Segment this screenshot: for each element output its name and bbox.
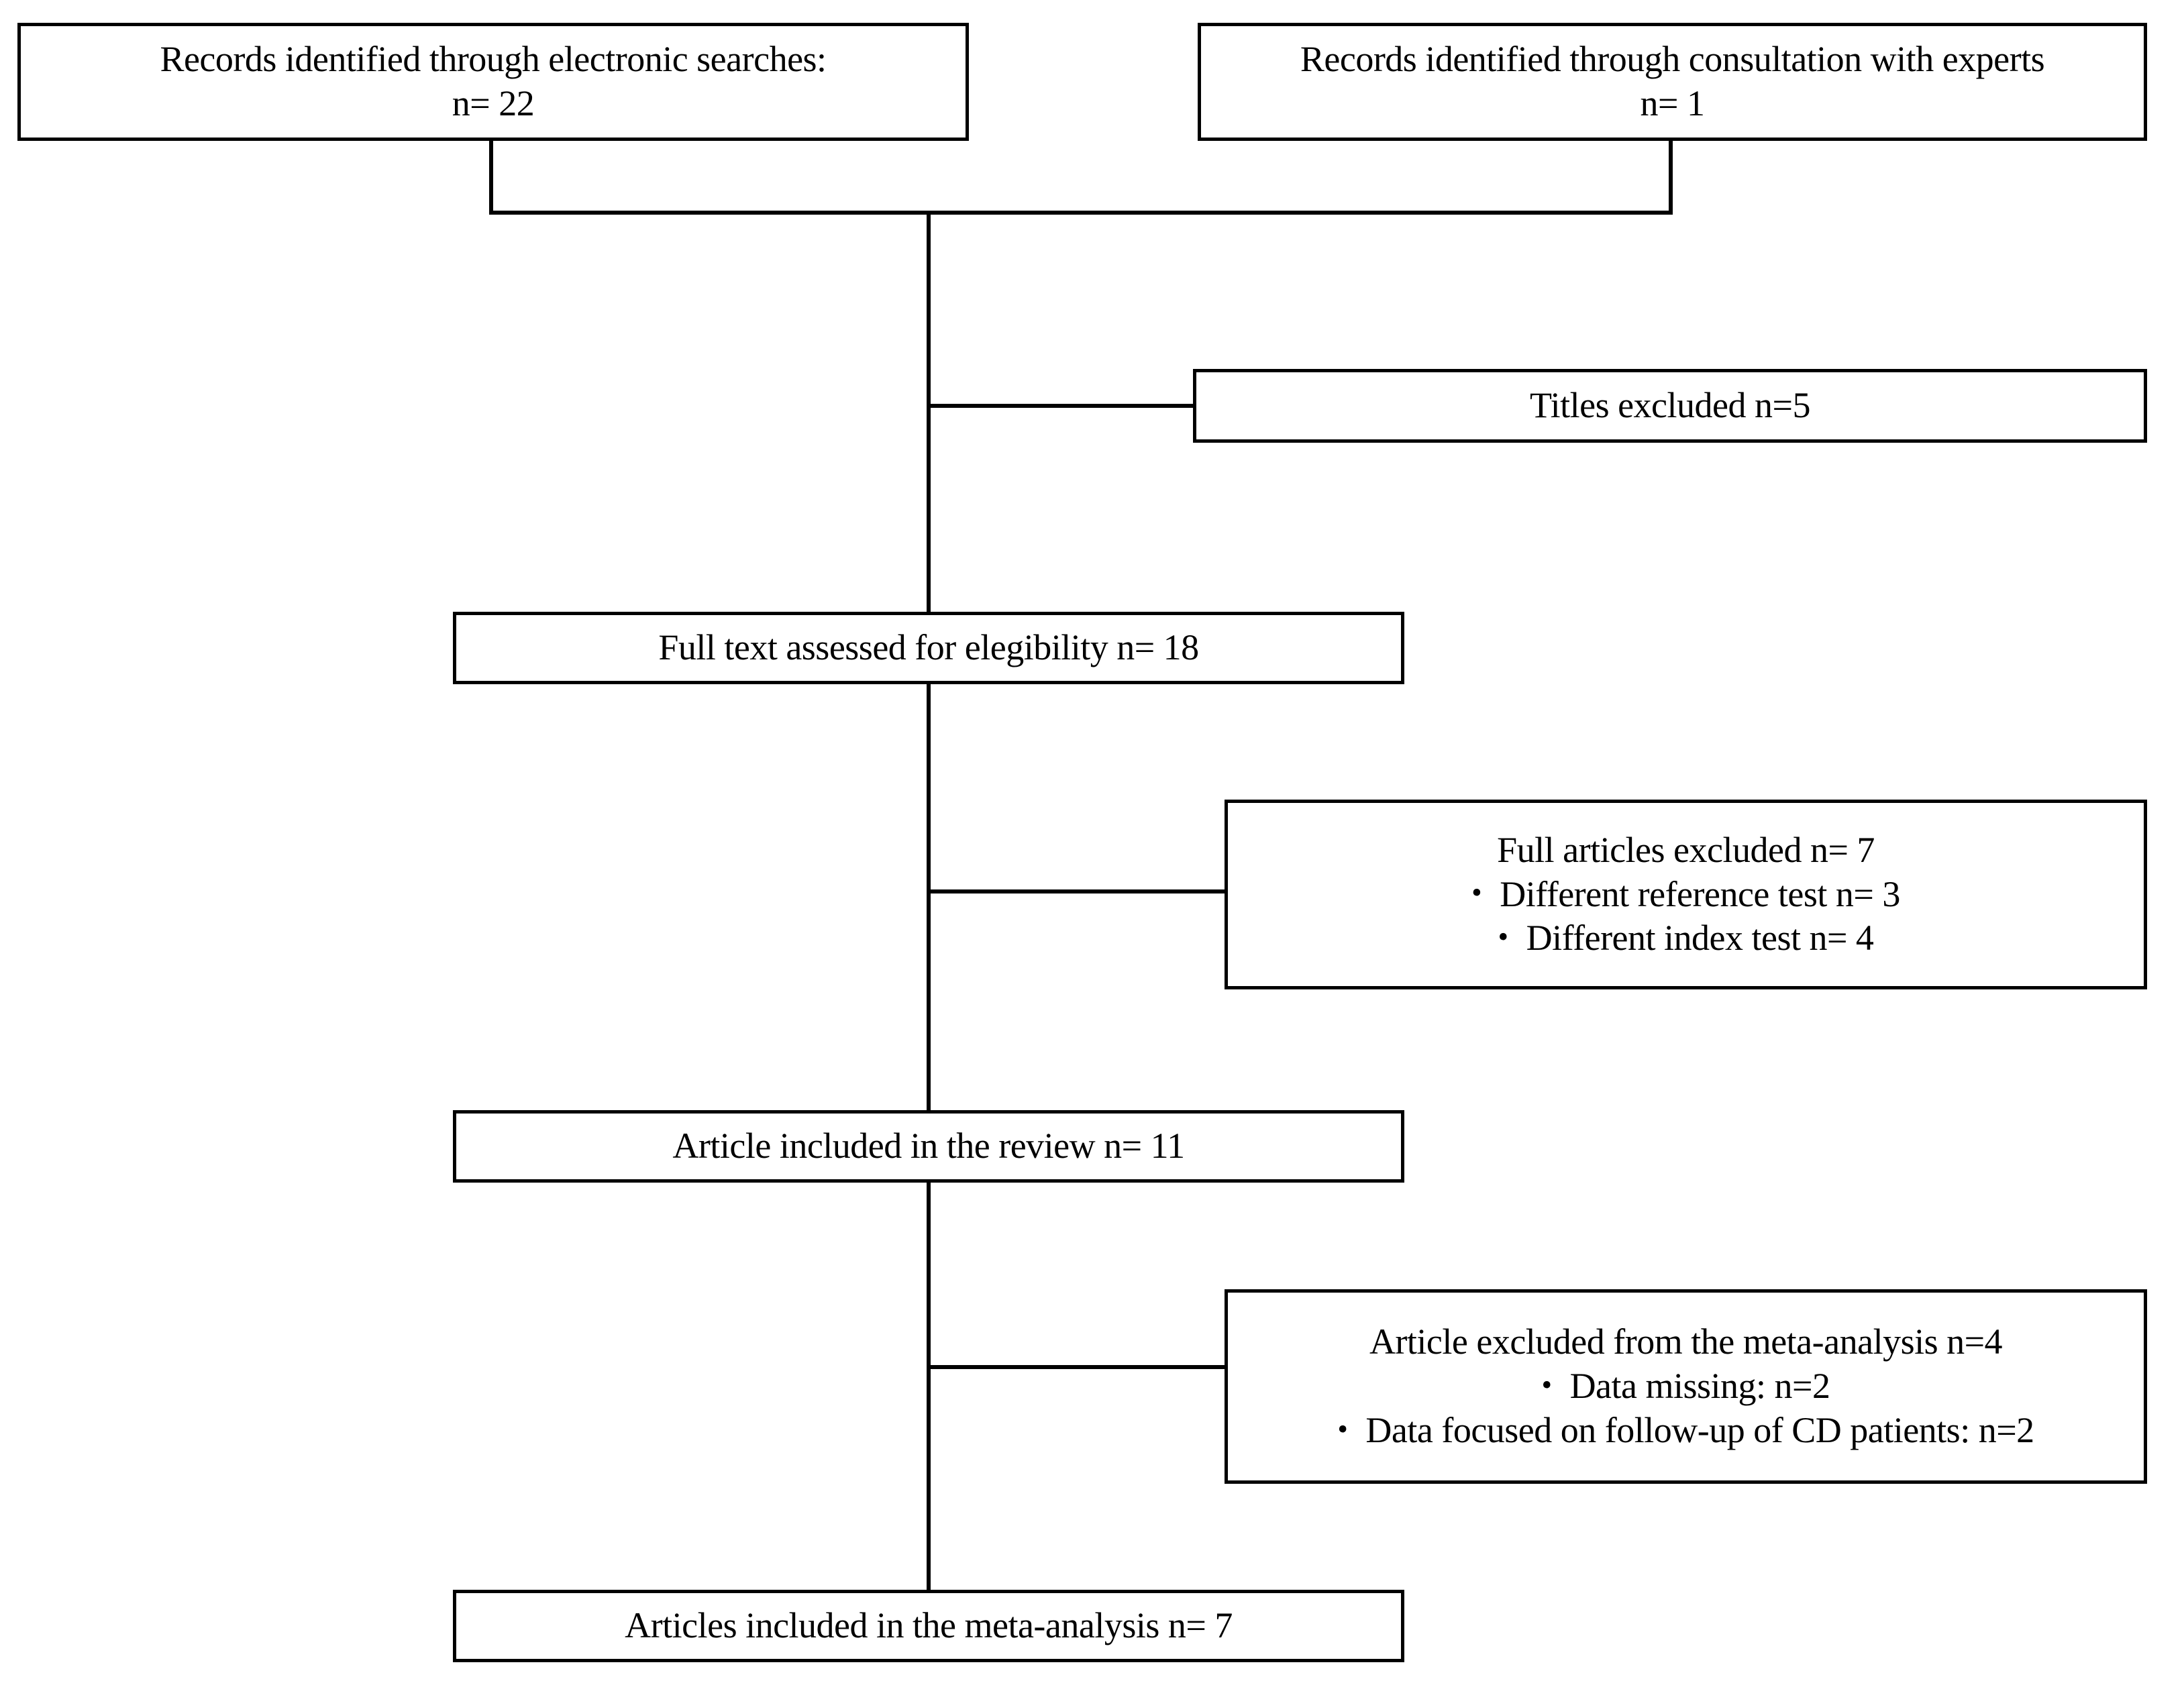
node-full-articles-excluded: Full articles excluded n= 7 • Different r…	[1225, 800, 2147, 989]
node-records-expert-consultation: Records identified through consultation …	[1198, 23, 2147, 141]
article-excluded-meta-bullet-2-text: Data focused on follow-up of CD patients…	[1365, 1409, 2034, 1450]
node-articles-included-meta-analysis: Articles included in the meta-analysis n…	[453, 1590, 1404, 1662]
connector-top-merge-bar	[489, 211, 1673, 215]
article-excluded-meta-bullet-1-text: Data missing: n=2	[1569, 1366, 1830, 1407]
connector-expert-consultation-stub	[1669, 138, 1673, 213]
bullet-icon: •	[1337, 1412, 1348, 1446]
full-articles-excluded-bullet-1-text: Different reference test n= 3	[1500, 873, 1900, 914]
full-articles-excluded-bullet-2-text: Different index test n= 4	[1526, 918, 1874, 959]
bullet-icon: •	[1498, 920, 1509, 954]
bullet-icon: •	[1541, 1368, 1553, 1401]
articles-included-meta-label: Articles included in the meta-analysis n…	[625, 1605, 1233, 1646]
titles-excluded-label: Titles excluded n=5	[1530, 385, 1810, 426]
article-excluded-meta-label: Article excluded from the meta-analysis …	[1369, 1321, 2003, 1362]
records-electronic-searches-count: n= 22	[452, 83, 535, 123]
records-expert-consultation-count: n= 1	[1640, 83, 1705, 123]
connector-to-full-articles-excluded	[927, 889, 1227, 893]
node-titles-excluded: Titles excluded n=5	[1193, 369, 2147, 443]
full-articles-excluded-label: Full articles excluded n= 7	[1497, 829, 1875, 870]
connector-main-spine	[927, 211, 931, 1591]
article-excluded-meta-bullet-2: • Data focused on follow-up of CD patient…	[1337, 1409, 2034, 1453]
node-article-included-review: Article included in the review n= 11	[453, 1110, 1404, 1183]
article-excluded-meta-bullet-1: • Data missing: n=2	[1542, 1364, 1830, 1409]
full-articles-excluded-bullet-2: • Different index test n= 4	[1498, 916, 1874, 961]
full-text-assessed-label: Full text assessed for elegibility n= 18	[658, 627, 1199, 668]
article-included-review-label: Article included in the review n= 11	[672, 1126, 1185, 1167]
bullet-icon: •	[1471, 876, 1482, 910]
node-article-excluded-meta-analysis: Article excluded from the meta-analysis …	[1225, 1289, 2147, 1484]
connector-to-titles-excluded	[927, 404, 1195, 408]
connector-to-article-excluded-meta	[927, 1365, 1227, 1369]
full-articles-excluded-bullet-1: • Different reference test n= 3	[1471, 873, 1900, 917]
records-electronic-searches-line1: Records identified through electronic se…	[160, 39, 827, 80]
records-expert-consultation-line1: Records identified through consultation …	[1300, 39, 2045, 80]
node-full-text-assessed: Full text assessed for elegibility n= 18	[453, 612, 1404, 684]
node-records-electronic-searches: Records identified through electronic se…	[17, 23, 969, 141]
connector-electronic-searches-stub	[489, 138, 493, 213]
